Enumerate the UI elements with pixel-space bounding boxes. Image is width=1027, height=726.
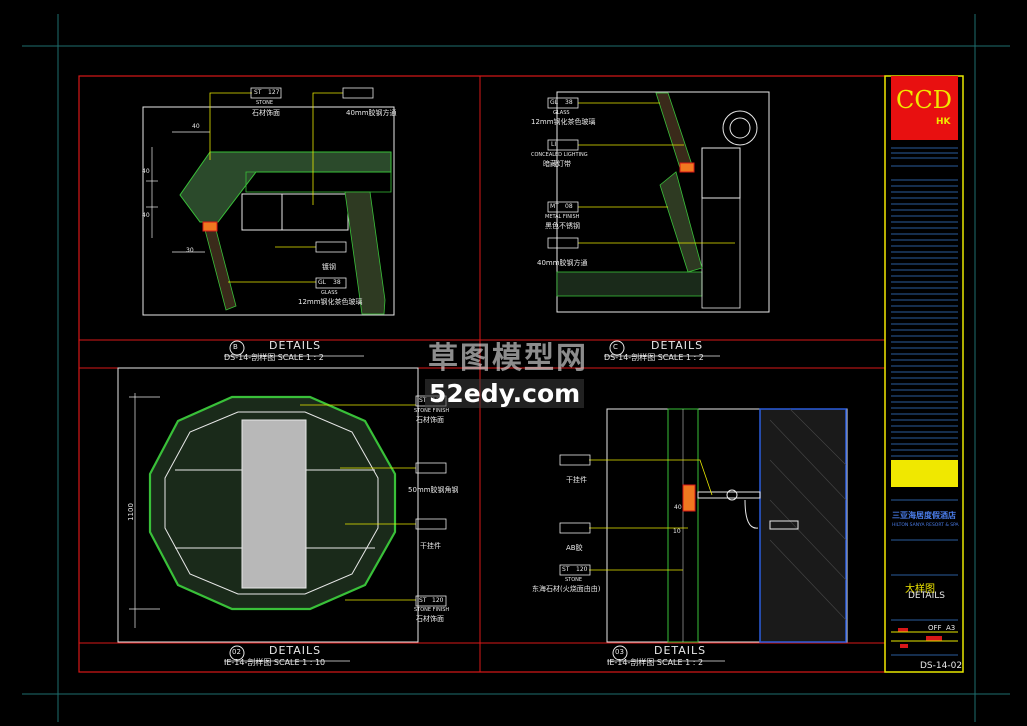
panel-b-dim-lines: [146, 131, 210, 253]
panel-b-drawing: [142, 87, 395, 316]
sheet-size: A3: [946, 624, 956, 632]
light-clip: [679, 162, 695, 173]
caption-underlines: [224, 355, 725, 662]
logo-box: [891, 76, 958, 140]
logo-text: CCD: [896, 86, 952, 114]
c-label-1-en: GLASS: [553, 110, 570, 116]
b-label-1-en: STONE: [256, 100, 274, 106]
p02-label-1-cn: 石材饰面: [416, 416, 444, 424]
b-label-4-en: GLASS: [321, 290, 338, 296]
b-dim-1: 40: [192, 123, 200, 130]
p03-label-1-cn: 干挂件: [566, 476, 587, 484]
p02-label-4-cn: 石材饰面: [416, 615, 444, 623]
logo-sub-text: HK: [936, 117, 951, 127]
panel-c-leaders: [578, 102, 735, 244]
drawing-title-cn: 大样图: [905, 584, 935, 595]
b-label-4-cn: 12mm钢化茶色玻璃: [298, 298, 363, 306]
p03-title: DETAILS: [654, 644, 707, 657]
p02-label-4-en: STONE FINISH: [414, 607, 450, 613]
c-label-3-cn: 黑色不锈钢: [545, 222, 580, 230]
scale-code: OFF: [928, 624, 942, 632]
b-label-3-cn: 镀钢: [322, 263, 336, 271]
panel-03-drawing: [559, 408, 848, 643]
c-label-3-tag: MT: [550, 203, 559, 210]
b-label-4-num: 38: [333, 279, 341, 286]
p02-dim: 1100: [126, 503, 135, 521]
panel-03-hatch: [769, 408, 847, 621]
c-label-3-en: METAL FINISH: [545, 214, 580, 220]
panel-b-leaders: [209, 92, 343, 283]
guide-lines: [22, 14, 1010, 722]
b-label-1-cn: 石材饰面: [252, 109, 280, 117]
watermark-url: 52edy.com: [425, 379, 585, 408]
p03-label-3-en: STONE: [565, 577, 583, 583]
p02-label-1-en: STONE FINISH: [414, 408, 450, 414]
p02-label-1-tag: ST: [419, 397, 427, 404]
p02-marker: 02: [232, 648, 241, 656]
project-sub: HILTON SANYA RESORT & SPA: [892, 523, 959, 528]
b-caption: DS-14-剖样图 SCALE 1 : 2: [224, 353, 324, 362]
c-label-2-cn: 暗藏灯带: [543, 160, 571, 168]
c-title: DETAILS: [651, 339, 704, 352]
panel-c-drawing: [547, 91, 770, 313]
p02-label-2-cn: 50mm胶钢角钢: [408, 486, 459, 494]
panel-02-glass: [241, 419, 307, 589]
b-dim-4: 30: [186, 247, 194, 254]
panel-03-leaders: [589, 459, 713, 571]
title-block: [884, 75, 964, 673]
panel-03-tag-boxes: [559, 454, 591, 576]
c-label-1-cn: 12mm钢化茶色玻璃: [531, 118, 596, 126]
c-caption: DS-14-剖样图 SCALE 1 : 2: [604, 353, 704, 362]
panel-02-dim: [129, 393, 160, 628]
p03-caption: IE-14-剖样图 SCALE 1 : 2: [607, 658, 704, 667]
p03-label-2-cn: AB胶: [566, 544, 583, 552]
p03-label-3-num: 120: [576, 566, 588, 573]
ab-glue: [682, 484, 696, 512]
c-label-2-tag: LI: [551, 141, 557, 148]
p03-label-3-tag: ST: [562, 566, 570, 573]
title-block-lines: [891, 147, 958, 656]
b-marker: B: [233, 343, 238, 351]
p03-marker: 03: [615, 648, 624, 656]
panel-b-tag-boxes: [250, 87, 374, 289]
title-yellow-bar: [891, 460, 958, 487]
b-label-2-cn: 40mm胶钢方通: [346, 109, 397, 117]
c-label-4-cn: 40mm胶钢方通: [537, 259, 588, 267]
p02-label-4-tag: ST: [419, 597, 427, 604]
c-label-1-tag: GL: [550, 99, 558, 106]
c-label-2-en: CONCEALED LIGHTING: [531, 152, 588, 158]
p02-label-4-num: 120: [432, 597, 444, 604]
p02-caption: IE-14-剖样图 SCALE 1 : 10: [224, 658, 326, 667]
panel-02-ribs: [175, 469, 375, 549]
panel-02-drawing: [117, 367, 447, 643]
c-label-1-num: 38: [565, 99, 573, 106]
panel-02-leaders: [300, 404, 416, 601]
c-marker: C: [613, 343, 618, 351]
caption-markers: [229, 340, 628, 661]
b-dim-3: 40: [142, 212, 150, 219]
panel-c-tag-boxes: [547, 97, 579, 249]
p03-label-3-cn: 东海石材(火烧面由由): [532, 585, 601, 593]
panel-dividers: [79, 76, 885, 672]
panel-02-tag-boxes: [415, 395, 447, 607]
panel-03-wall: [759, 408, 847, 643]
c-label-3-num: 08: [565, 203, 573, 210]
watermark-cn: 草图模型网: [428, 341, 588, 376]
stamp-lines: [891, 631, 958, 642]
p02-label-3-cn: 干挂件: [420, 542, 441, 550]
glass-clip: [202, 221, 218, 232]
p03-dim-1: 40: [674, 504, 682, 511]
project-name: 三亚海居度假酒店: [892, 511, 956, 520]
p03-dim-2: 10: [673, 528, 681, 535]
drawing-title-en: DETAILS: [908, 591, 945, 601]
b-label-4-tag: GL: [318, 279, 326, 286]
b-label-1-tag: ST: [254, 89, 262, 96]
sheet-number: DS-14-02: [920, 661, 963, 671]
b-title: DETAILS: [269, 339, 322, 352]
stamp-marks: [898, 628, 942, 648]
b-label-1-num: 127: [268, 89, 280, 96]
b-dim-2: 40: [142, 168, 150, 175]
p02-title: DETAILS: [269, 644, 322, 657]
